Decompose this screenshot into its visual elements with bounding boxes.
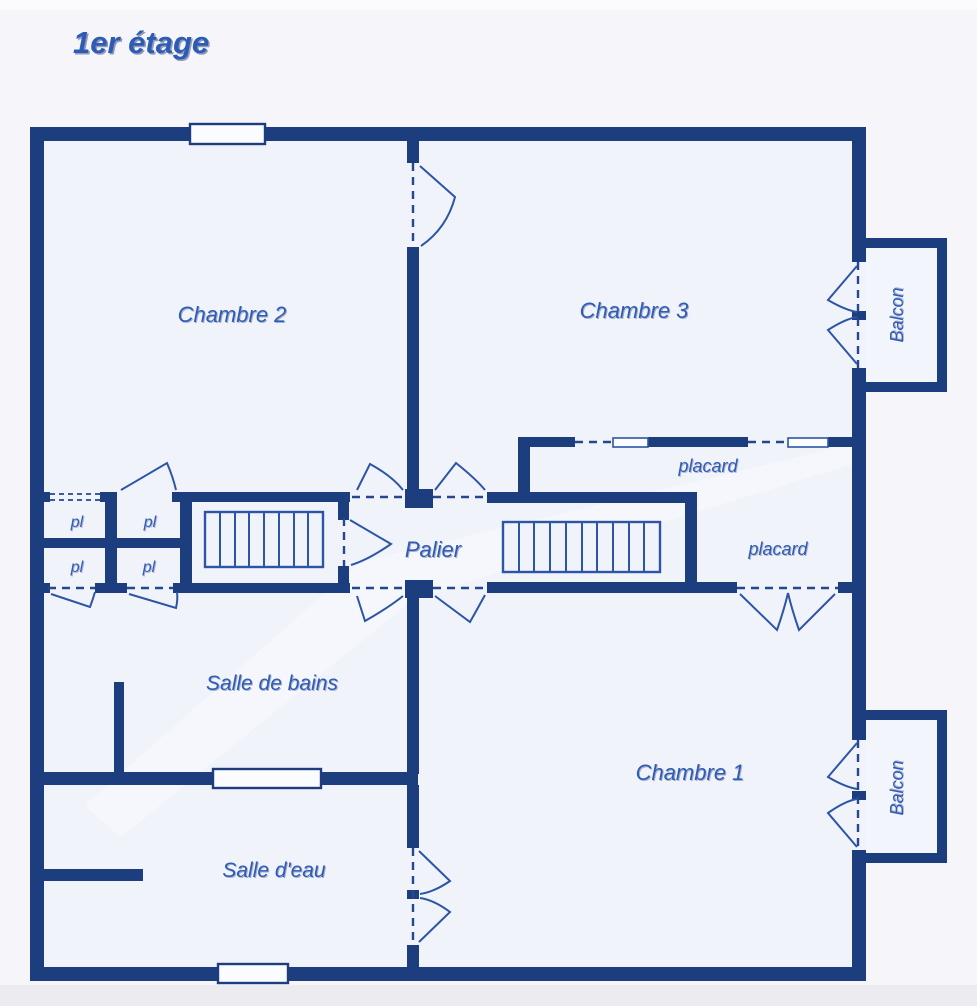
balcony-bottom-walls xyxy=(866,710,947,863)
window-bathroom-wall xyxy=(211,767,323,790)
balcony-label-top: Balcon xyxy=(887,287,907,342)
door-salle-eau-leaf1 xyxy=(418,850,452,895)
room-label-palier: Palier xyxy=(405,537,463,562)
page-title: 1er étage xyxy=(73,25,209,60)
door-palier-bains xyxy=(356,595,404,623)
door-palier-chambre1 xyxy=(434,594,486,624)
closet-label-pl-top-left: pl xyxy=(70,514,84,531)
window-top-wall xyxy=(188,122,267,146)
door-balcon-bottom-leaf1 xyxy=(826,742,858,790)
door-pl-top-right xyxy=(120,461,177,491)
door-chambre3-top xyxy=(419,165,457,247)
windows xyxy=(188,122,323,985)
door-balcon-top-leaf1 xyxy=(826,265,858,313)
closet-label-pl-top-right: pl xyxy=(143,514,157,531)
door-palier-chambre3 xyxy=(434,461,486,491)
room-label-chambre-2: Chambre 2 xyxy=(178,302,287,327)
door-balcon-top-leaf2 xyxy=(826,316,858,365)
closet-label-pl-bottom-left: pl xyxy=(70,559,84,576)
room-label-salle-d-eau: Salle d'eau xyxy=(222,859,326,882)
door-balcon-bottom-leaf2 xyxy=(826,798,858,848)
stairs-left xyxy=(203,510,325,569)
balcony-label-bottom: Balcon xyxy=(887,760,907,815)
closet-label-placard-lower: placard xyxy=(747,539,808,559)
top-strip xyxy=(0,0,977,10)
closet-label-pl-bottom-right: pl xyxy=(142,559,156,576)
stairs-right xyxy=(501,520,662,574)
room-label-chambre-1: Chambre 1 xyxy=(636,760,745,785)
door-palier-chambre2 xyxy=(356,462,404,491)
door-placard-leaf-right xyxy=(787,592,836,632)
closet-label-placard-upper: placard xyxy=(677,456,738,476)
light-streak xyxy=(85,442,860,838)
room-label-salle-de-bains: Salle de bains xyxy=(206,672,338,695)
door-salle-eau-leaf2 xyxy=(418,897,452,943)
door-pl-bottom-left xyxy=(50,591,96,609)
door-swings xyxy=(50,165,858,943)
room-label-chambre-3: Chambre 3 xyxy=(580,298,690,323)
door-placard-leaf-left xyxy=(739,592,789,632)
sliding-door-leaves xyxy=(612,437,829,448)
interior-walls xyxy=(44,141,852,967)
bottom-strip xyxy=(0,985,977,1006)
door-stairs-palier xyxy=(349,519,393,566)
window-bottom-wall xyxy=(216,962,290,985)
door-openings xyxy=(48,163,860,945)
floor-interior xyxy=(30,127,947,981)
door-pl-bottom-right xyxy=(128,591,179,610)
balcony-top-walls xyxy=(866,238,947,392)
